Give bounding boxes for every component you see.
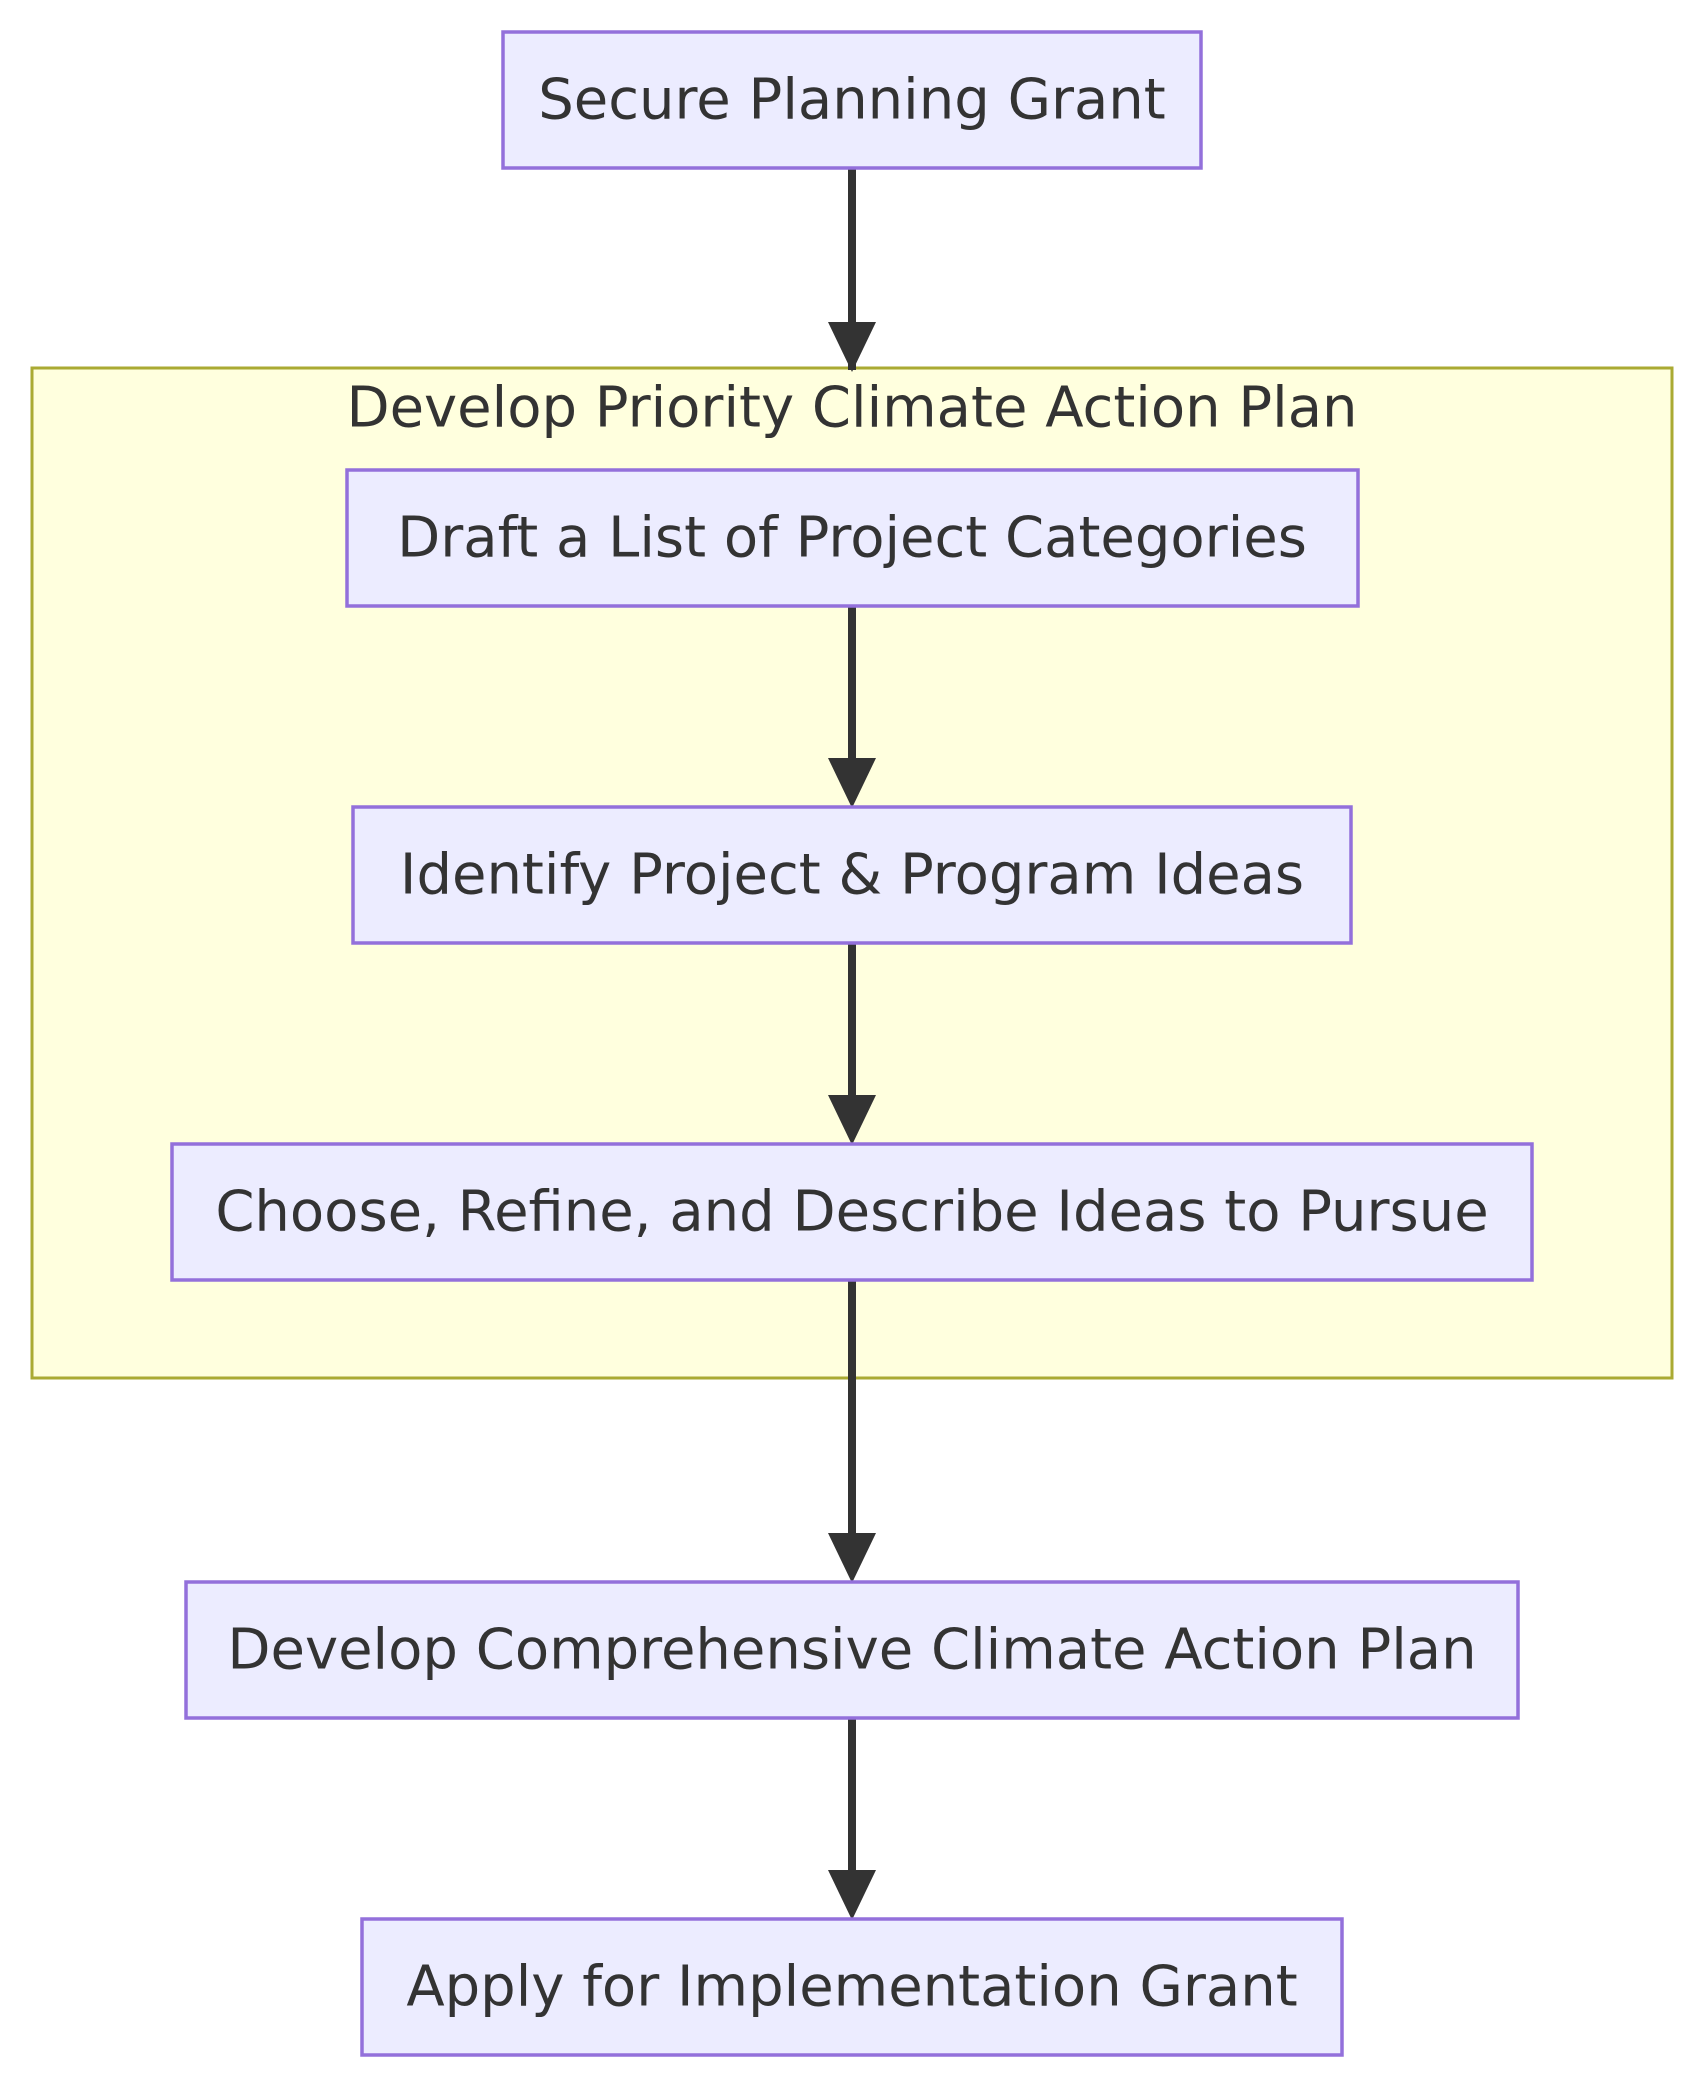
node-apply-for-implementation-grant[interactable]: Apply for Implementation Grant xyxy=(360,1917,1344,2057)
node-label: Choose, Refine, and Describe Ideas to Pu… xyxy=(215,1180,1488,1245)
cluster-label: Develop Priority Climate Action Plan xyxy=(346,376,1357,441)
arrowhead-identify-to-choose xyxy=(828,1095,876,1145)
arrowhead-draft-to-identify xyxy=(828,758,876,808)
node-label: Secure Planning Grant xyxy=(538,68,1166,133)
node-label: Apply for Implementation Grant xyxy=(406,1955,1297,2020)
edges xyxy=(828,168,876,1920)
node-secure-planning-grant[interactable]: Secure Planning Grant xyxy=(501,30,1203,170)
arrowhead-secure-to-draft xyxy=(828,322,876,372)
node-label: Develop Comprehensive Climate Action Pla… xyxy=(227,1618,1476,1683)
node-draft-list-of-project-categories[interactable]: Draft a List of Project Categories xyxy=(345,468,1360,608)
node-identify-project-program-ideas[interactable]: Identify Project & Program Ideas xyxy=(351,805,1353,945)
arrowhead-choose-to-develop xyxy=(828,1533,876,1583)
node-label: Draft a List of Project Categories xyxy=(397,506,1307,571)
node-label: Identify Project & Program Ideas xyxy=(400,843,1304,908)
arrowhead-develop-to-apply xyxy=(828,1870,876,1920)
node-develop-comprehensive-climate-action-plan[interactable]: Develop Comprehensive Climate Action Pla… xyxy=(184,1580,1520,1720)
node-choose-refine-describe-ideas[interactable]: Choose, Refine, and Describe Ideas to Pu… xyxy=(170,1142,1534,1282)
